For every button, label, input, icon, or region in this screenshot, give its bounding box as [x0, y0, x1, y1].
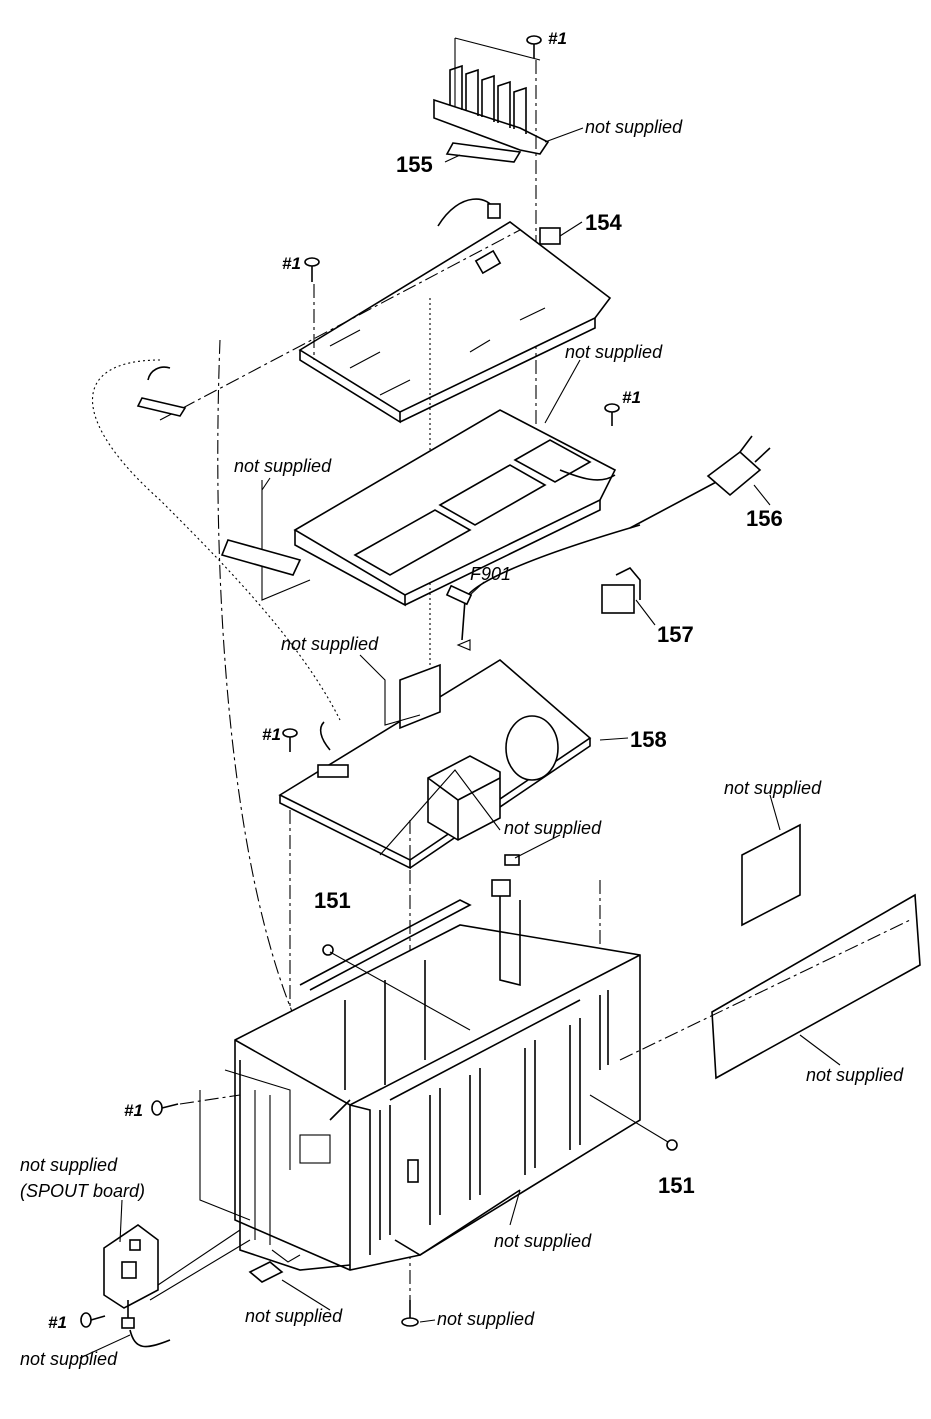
part-number-154: 154 [585, 210, 622, 235]
label-not-supplied-heatsink: not supplied [585, 117, 683, 137]
screw-151-bottom [589, 1094, 678, 1151]
insulating-sheet-left [220, 480, 311, 601]
chassis [234, 854, 641, 1271]
label-screw-ref-3: #1 [622, 388, 641, 407]
power-supply-board [278, 659, 592, 870]
connector-157 [601, 567, 641, 614]
screw-board-left [304, 257, 320, 360]
part-number-151-bottom: 151 [658, 1173, 695, 1198]
part-number-158: 158 [630, 727, 667, 752]
label-not-supplied-clip: not supplied [245, 1306, 343, 1326]
part-number-156: 156 [746, 506, 783, 531]
text-labels: #1 not supplied 155 154 #1 not supplied … [20, 29, 904, 1369]
power-cord [456, 435, 771, 651]
label-not-supplied-cable-bottom: not supplied [20, 1349, 118, 1369]
ribbon-cable-left [92, 359, 341, 721]
label-not-supplied-frame: not supplied [565, 342, 663, 362]
screw-psb-left [282, 728, 298, 752]
fuse-f901 [445, 584, 473, 606]
label-not-supplied-cable: not supplied [281, 634, 379, 654]
label-not-supplied-foot: not supplied [437, 1309, 535, 1329]
foot-bottom [401, 1300, 436, 1327]
screw-151-top [322, 944, 471, 1031]
label-screw-ref-5: #1 [124, 1101, 143, 1120]
label-not-supplied-sheet: not supplied [234, 456, 332, 476]
clip-bottom [248, 1249, 301, 1283]
heatsink [433, 37, 550, 163]
label-not-supplied-spout: not supplied [20, 1155, 118, 1175]
part-number-155: 155 [396, 152, 433, 177]
label-not-supplied-sheet-small: not supplied [724, 778, 822, 798]
shield-frame [293, 409, 617, 607]
label-not-supplied-chassis: not supplied [494, 1231, 592, 1251]
label-screw-ref-2: #1 [282, 254, 301, 273]
screw-frame-right [604, 403, 620, 426]
chassis-side-panel [199, 1069, 291, 1221]
label-spout-board: (SPOUT board) [20, 1181, 145, 1201]
label-screw-ref-4: #1 [262, 725, 281, 744]
label-not-supplied-bracket: not supplied [504, 818, 602, 838]
part-number-151-top: 151 [314, 888, 351, 913]
vertical-cable-right [217, 339, 361, 1121]
screw-spout [80, 1312, 106, 1328]
label-fuse: F901 [470, 564, 511, 584]
screw-chassis-left [151, 1094, 241, 1116]
label-sheet-small [741, 823, 801, 927]
label-not-supplied-sheet-large: not supplied [806, 1065, 904, 1085]
label-screw-ref-1: #1 [548, 29, 567, 48]
leader-lines [79, 127, 841, 1359]
part-number-157: 157 [657, 622, 694, 647]
label-screw-ref-6: #1 [48, 1313, 67, 1332]
spout-board [103, 1224, 251, 1348]
circuit-board-upper [159, 198, 612, 700]
label-sheet-large [619, 893, 921, 1080]
